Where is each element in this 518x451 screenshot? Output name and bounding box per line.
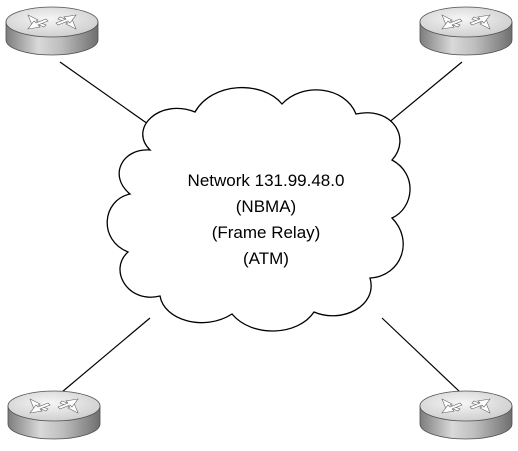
router-top-left-icon <box>5 6 99 56</box>
router-top-right-icon <box>419 6 513 56</box>
router-bottom-left-icon <box>7 390 101 440</box>
cloud-line-1: Network 131.99.48.0 <box>188 171 345 190</box>
cloud-line-2: (NBMA) <box>236 197 296 216</box>
cloud-line-4: (ATM) <box>243 249 289 268</box>
cloud-line-3: (Frame Relay) <box>212 223 321 242</box>
link-bottom-right <box>381 317 461 393</box>
network-cloud <box>106 86 411 332</box>
link-bottom-left <box>61 317 151 393</box>
router-bottom-right-icon <box>419 390 513 440</box>
